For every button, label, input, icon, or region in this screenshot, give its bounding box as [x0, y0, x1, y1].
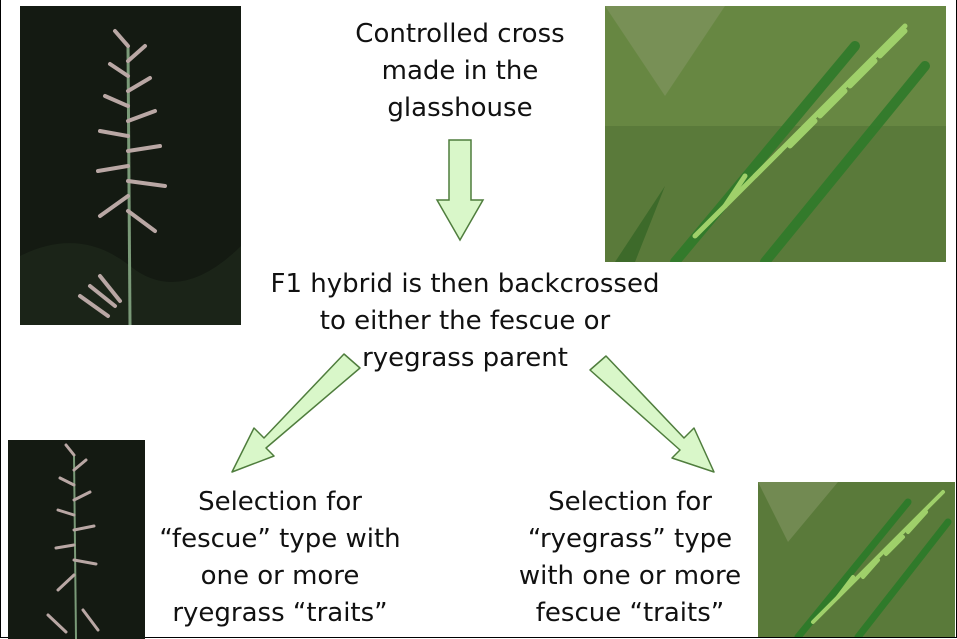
down-arrow: [435, 138, 485, 242]
text-line: “ryegrass” type: [500, 521, 760, 558]
text-line: with one or more: [500, 558, 760, 595]
text-line: made in the: [320, 53, 600, 90]
text-line: Selection for: [500, 484, 760, 521]
text-line: ryegrass “traits”: [150, 595, 410, 632]
ryegrass-photo-top: [605, 6, 946, 262]
fescue-photo-top: [20, 6, 241, 325]
step-glasshouse-cross-text: Controlled cross made in the glasshouse: [320, 16, 600, 127]
text-line: to either the fescue or: [255, 303, 675, 340]
text-line: fescue “traits”: [500, 595, 760, 632]
ryegrass-selection-text: Selection for “ryegrass” type with one o…: [500, 484, 760, 632]
text-line: Controlled cross: [320, 16, 600, 53]
fescue-selection-text: Selection for “fescue” type with one or …: [150, 484, 410, 632]
text-line: “fescue” type with: [150, 521, 410, 558]
text-line: F1 hybrid is then backcrossed: [255, 266, 675, 303]
fescue-photo-bottom: [8, 440, 145, 639]
text-line: glasshouse: [320, 90, 600, 127]
right-diagonal-arrow: [584, 354, 720, 476]
ryegrass-photo-bottom: [758, 482, 955, 637]
text-line: Selection for: [150, 484, 410, 521]
left-diagonal-arrow: [226, 352, 366, 476]
text-line: one or more: [150, 558, 410, 595]
